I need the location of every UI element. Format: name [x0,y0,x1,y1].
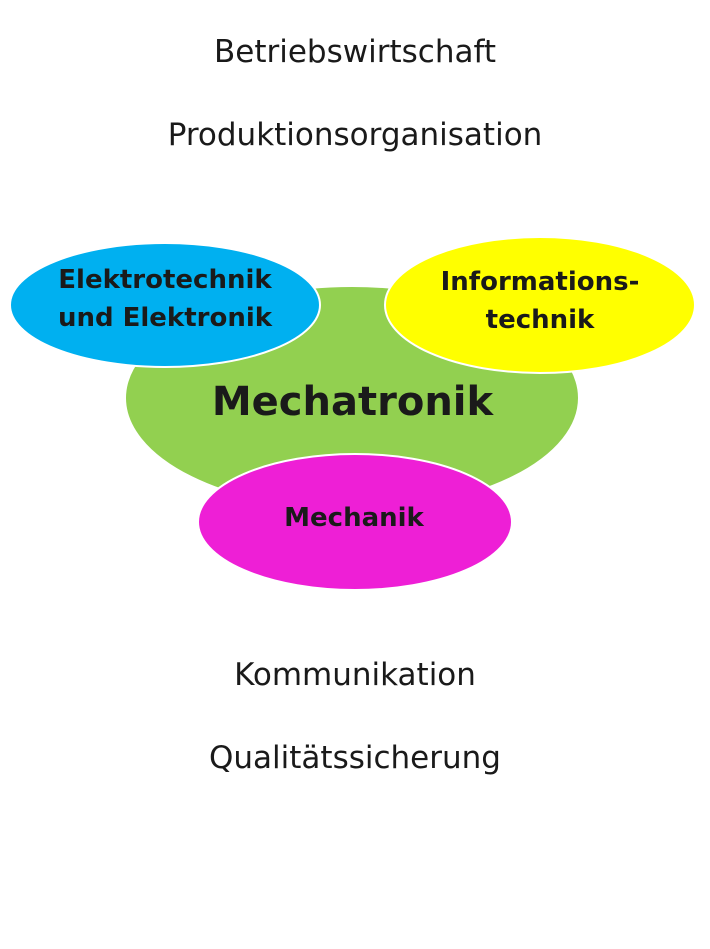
ellipse-informationstechnik [384,236,696,374]
heading-betriebswirtschaft: Betriebswirtschaft [214,34,496,70]
label-mechatronik: Mechatronik [211,379,494,425]
heading-qualitaetssicherung: Qualitätssicherung [209,740,501,776]
heading-kommunikation: Kommunikation [234,657,476,693]
ellipse-elektrotechnik [9,242,321,368]
heading-produktionsorganisation: Produktionsorganisation [167,117,543,153]
label-elektrotechnik: Elektrotechnik und Elektronik [57,265,273,333]
label-mechanik: Mechanik [284,503,424,533]
label-informationstechnik: Informations- technik [440,267,640,335]
ellipse-mechanik [197,453,513,591]
